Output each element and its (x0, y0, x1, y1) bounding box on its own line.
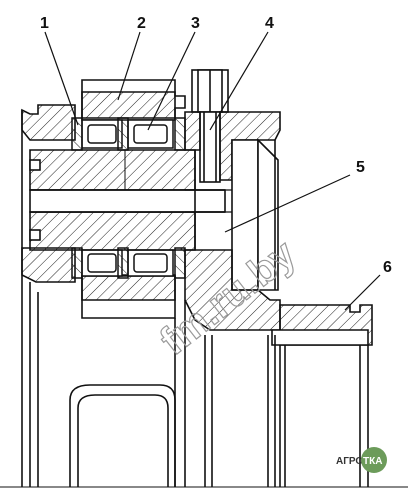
hub-lower (0, 300, 408, 488)
rollers-top (71, 117, 186, 151)
oil-plug (191, 69, 229, 183)
callout-1: 1 (40, 15, 49, 32)
callout-2: 2 (137, 15, 146, 32)
callout-5: 5 (356, 159, 365, 176)
callout-4: 4 (265, 15, 274, 32)
callout-6: 6 (383, 259, 392, 276)
shaft (29, 149, 226, 251)
logo-badge-circle (361, 447, 387, 473)
callout-3: 3 (191, 15, 200, 32)
right-cover (184, 111, 281, 331)
logo-badge-text: ТКА (363, 456, 382, 467)
agro-logo: АГРО ТКА (336, 447, 387, 473)
outer-ring (81, 79, 186, 319)
logo-prefix: АГРО (336, 456, 363, 467)
leader-lines (44, 31, 381, 311)
rollers-bottom (71, 247, 186, 279)
housing-left (21, 104, 76, 487)
